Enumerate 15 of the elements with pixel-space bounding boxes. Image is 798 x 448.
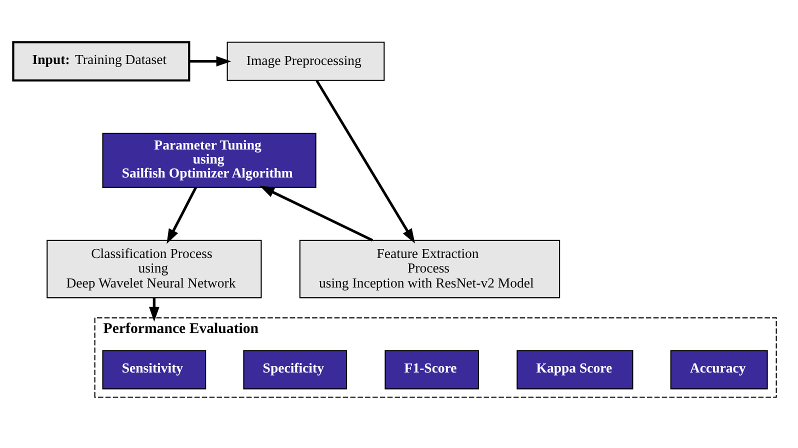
- arrow: [316, 80, 415, 244]
- node-box: F1-Score: [384, 350, 480, 390]
- node-box: Classification Process using Deep Wavelet Neural Network: [46, 240, 262, 298]
- arrow: [166, 186, 197, 244]
- node-box: Image Preprocessing: [226, 42, 385, 81]
- arrow: [189, 56, 232, 67]
- node-box: Specificity: [243, 350, 348, 390]
- node-box: Parameter Tuning using Sailfish Optimizer Algorithm: [102, 132, 316, 188]
- node-box: Accuracy: [670, 350, 768, 390]
- node-box: Sensitivity: [102, 350, 206, 390]
- arrow: [260, 186, 374, 242]
- node-box: Kappa Score: [516, 350, 634, 390]
- node-box: Feature Extraction Process using Inception with ResNet-v2 Model: [299, 240, 560, 298]
- node-box: Input: Training Dataset: [12, 41, 190, 82]
- arrow: [148, 298, 160, 322]
